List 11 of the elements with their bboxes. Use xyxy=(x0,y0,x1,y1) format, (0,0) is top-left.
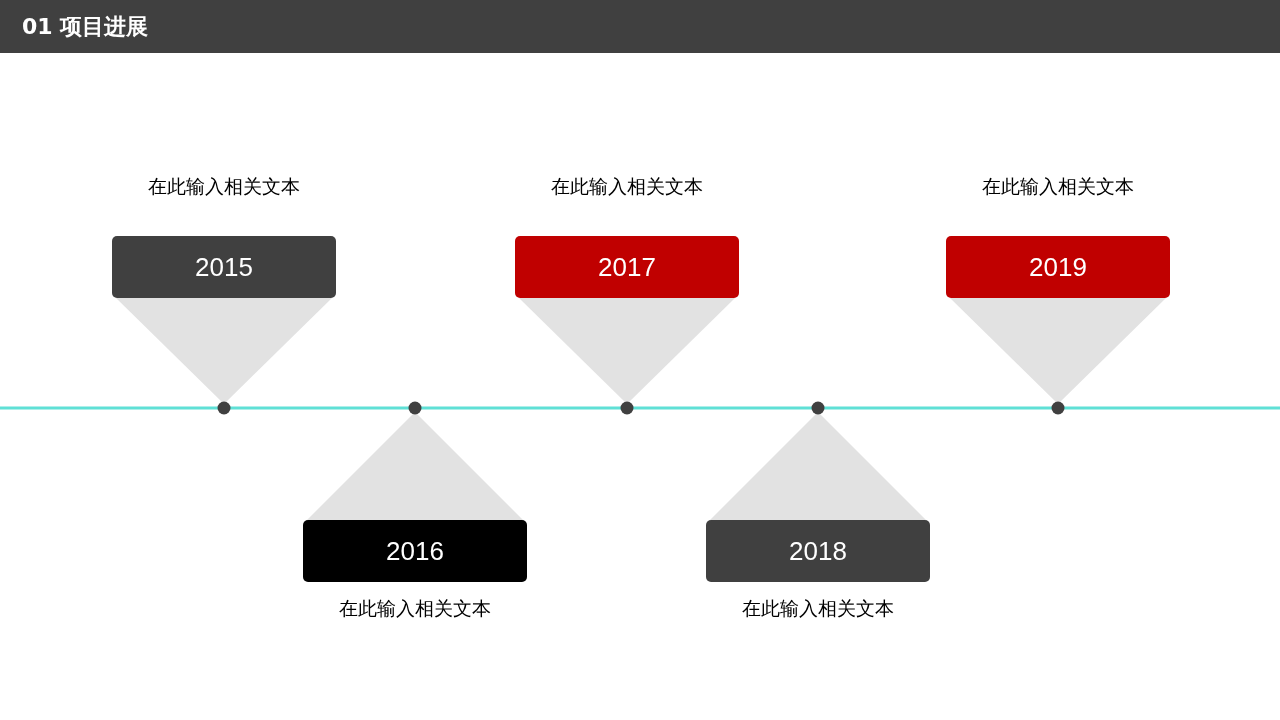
title: 01 项目进展 xyxy=(22,13,149,41)
caption-text: 在此输入相关文本 xyxy=(981,174,1135,199)
year-label: 2016 xyxy=(385,535,445,568)
year-label: 2018 xyxy=(788,535,848,568)
caption-text: 在此输入相关文本 xyxy=(550,174,704,199)
caption-text: 在此输入相关文本 xyxy=(338,596,492,621)
year-label: 2017 xyxy=(597,251,657,284)
caption-text: 在此输入相关文本 xyxy=(147,174,301,199)
caption-text: 在此输入相关文本 xyxy=(741,596,895,621)
year-label: 2019 xyxy=(1028,251,1088,284)
year-label: 2015 xyxy=(194,251,254,284)
